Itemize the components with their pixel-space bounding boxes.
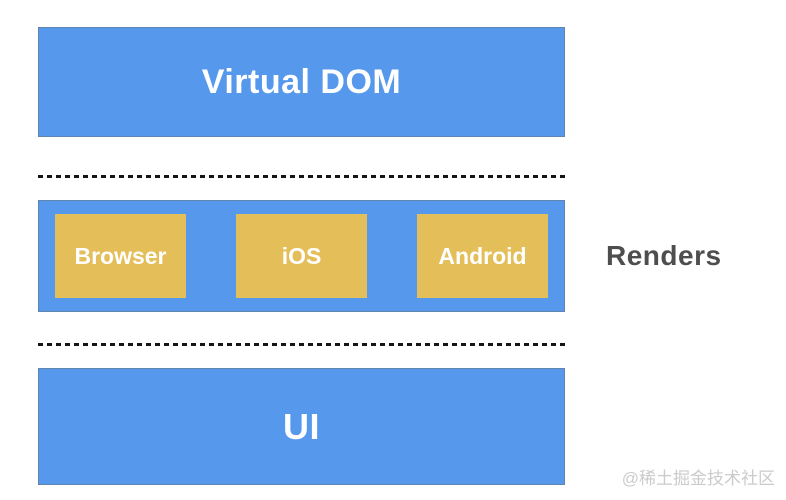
ui-box: UI bbox=[38, 368, 565, 485]
watermark: @稀土掘金技术社区 bbox=[621, 469, 775, 488]
dotted-separator-top bbox=[38, 175, 565, 178]
dotted-separator-bottom bbox=[38, 343, 565, 346]
renders-side-label-text: Renders bbox=[606, 240, 722, 271]
renders-layer-box: Browser iOS Android bbox=[38, 200, 565, 312]
platform-chip-android: Android bbox=[417, 214, 548, 298]
ui-label: UI bbox=[283, 405, 320, 447]
platform-chip-browser: Browser bbox=[55, 214, 186, 298]
platform-chip-ios: iOS bbox=[236, 214, 367, 298]
platform-chip-android-label: Android bbox=[438, 242, 527, 269]
platform-chip-browser-label: Browser bbox=[74, 242, 167, 269]
platform-chip-ios-label: iOS bbox=[281, 242, 322, 269]
virtual-dom-label: Virtual DOM bbox=[201, 62, 402, 101]
virtual-dom-box: Virtual DOM bbox=[38, 27, 565, 137]
renders-side-label: Renders bbox=[606, 200, 722, 312]
